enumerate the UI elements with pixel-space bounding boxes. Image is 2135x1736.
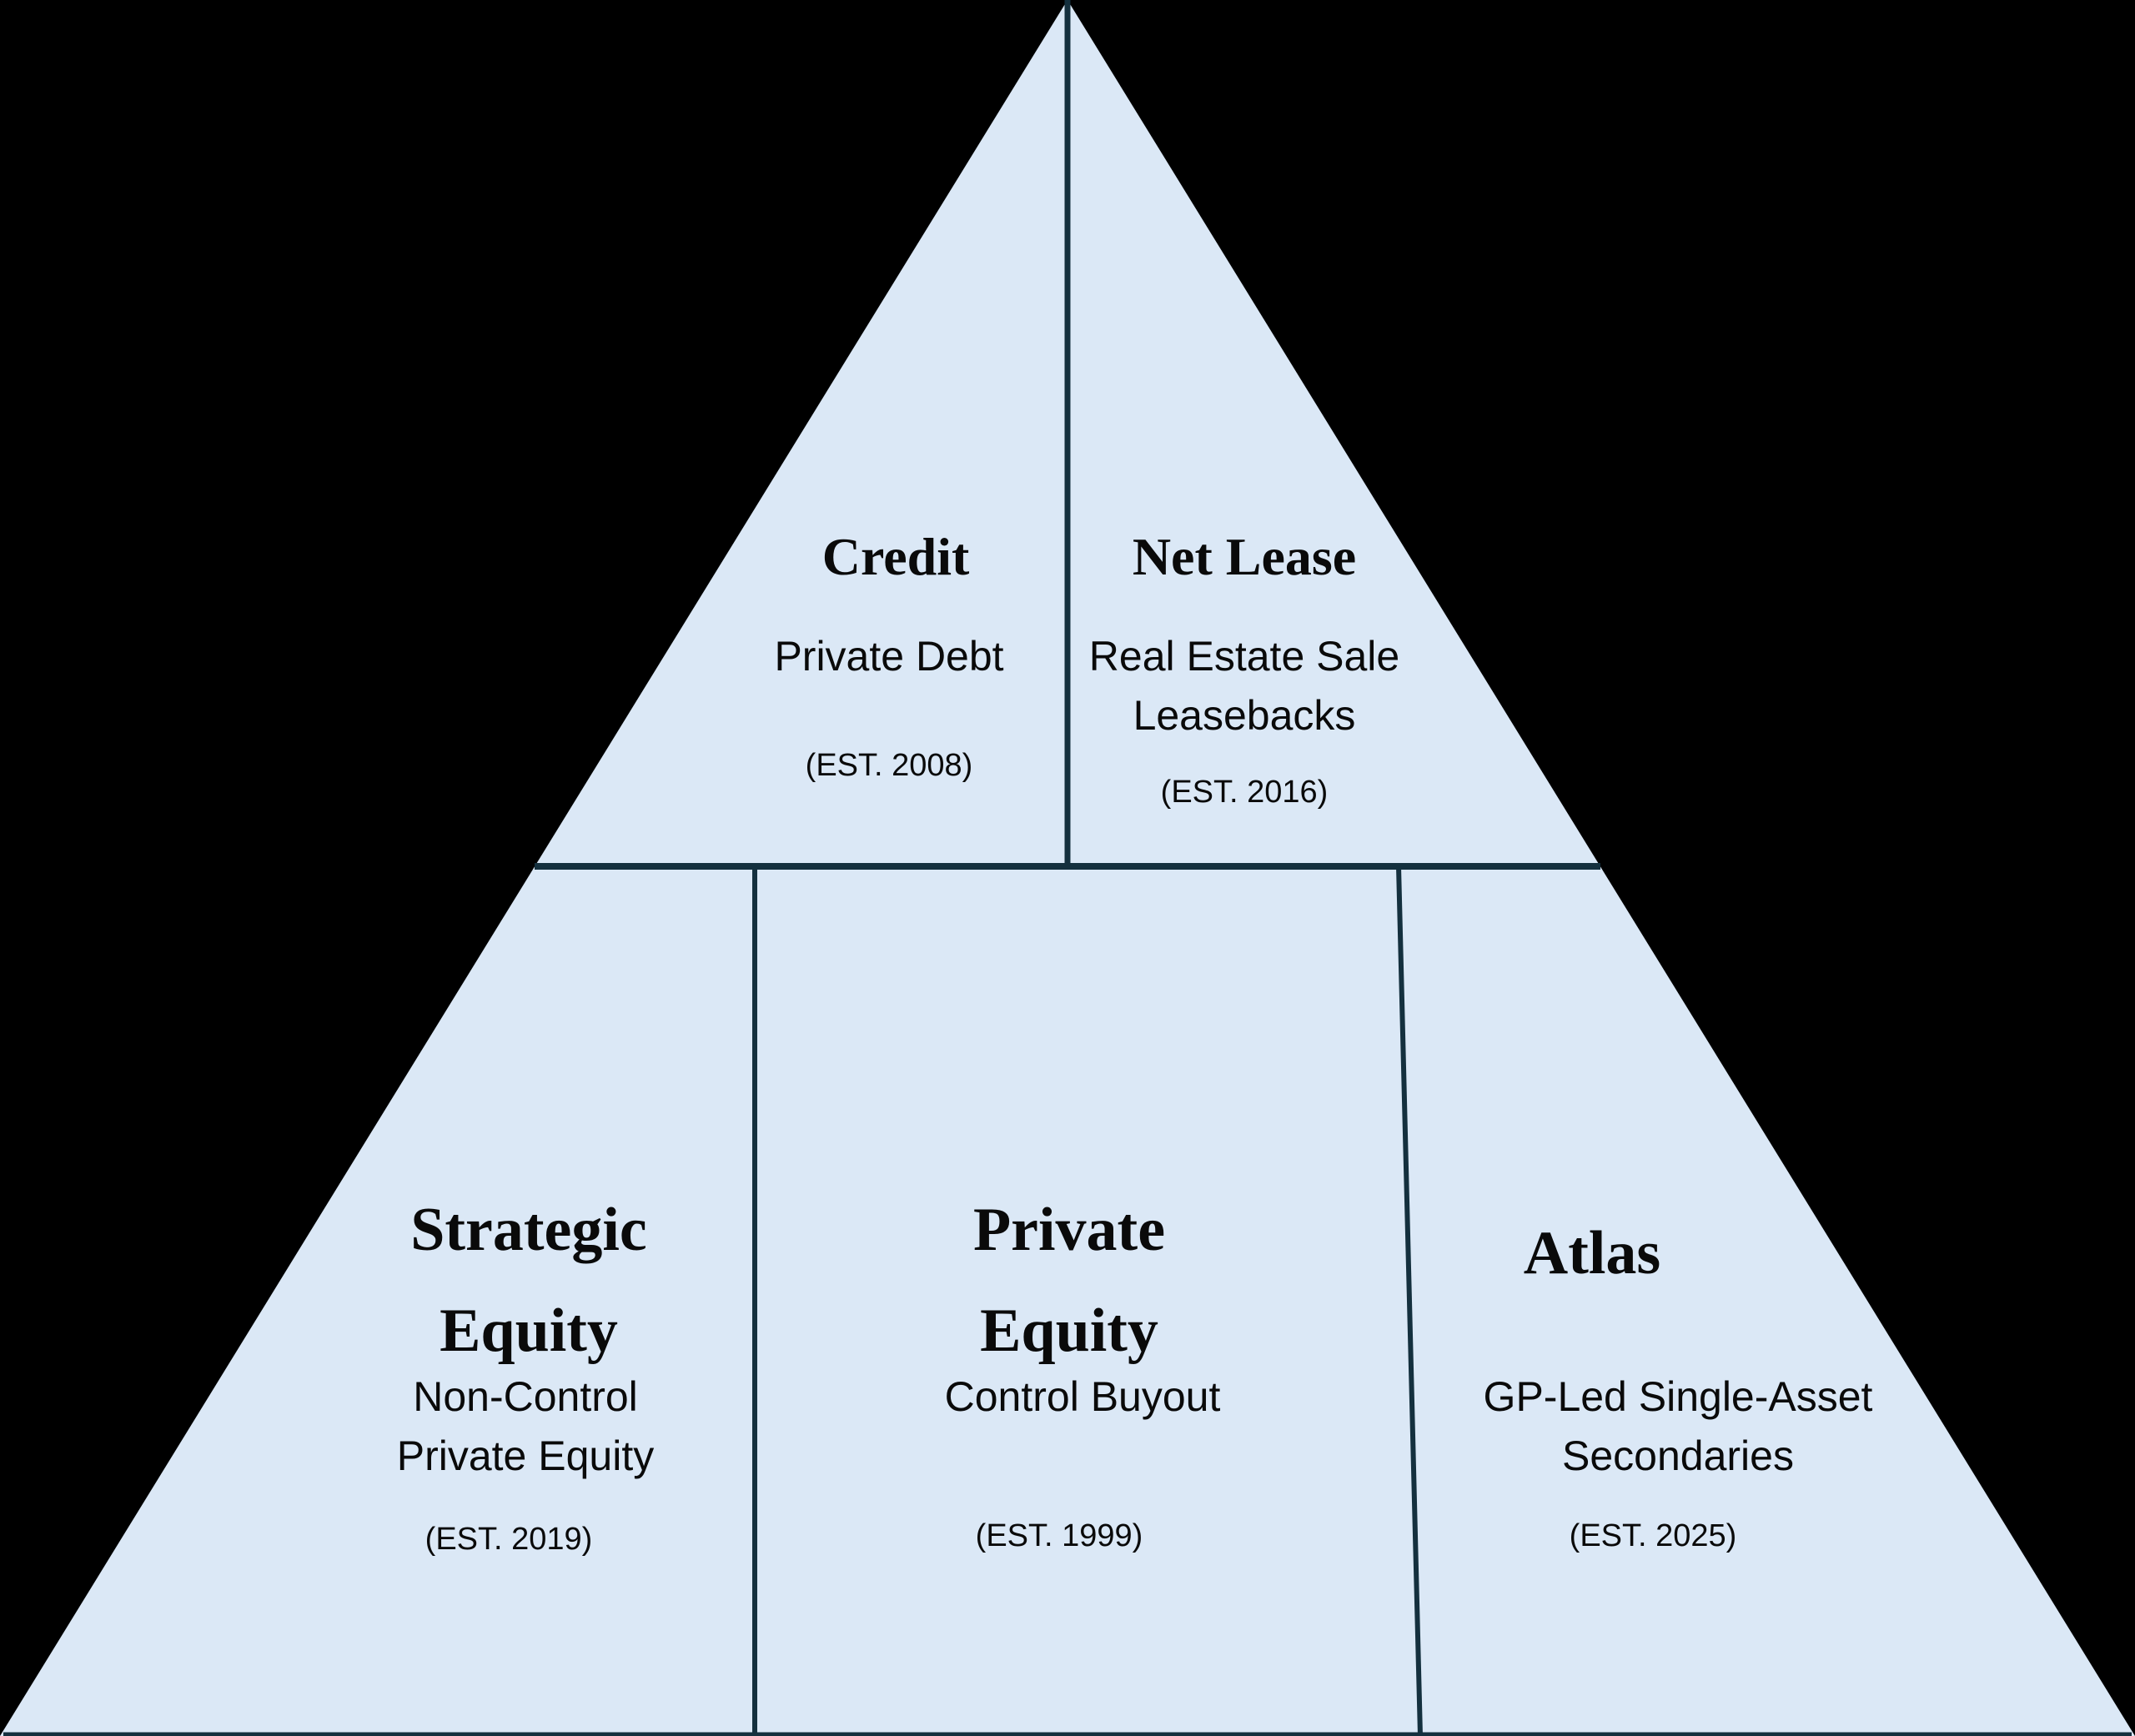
strategic-equity-section-established: (EST. 2019) [424, 1522, 593, 1557]
credit-section-established: (EST. 2008) [805, 748, 973, 783]
private-equity-section-title: Private Equity [972, 1196, 1166, 1365]
net-lease-section-established: (EST. 2016) [1160, 775, 1329, 810]
atlas-section-established: (EST. 2025) [1569, 1518, 1737, 1553]
strategic-equity-section-subtitle: Non-Control Private Equity [396, 1373, 655, 1479]
private-equity-section-established: (EST. 1999) [975, 1518, 1143, 1553]
atlas-section-title: Atlas [1523, 1219, 1661, 1287]
strategic-equity-section-title: Strategic Equity [410, 1196, 647, 1365]
private-equity-section-subtitle: Control Buyout [944, 1373, 1221, 1420]
credit-section-title: Credit [821, 527, 970, 586]
net-lease-section-title: Net Lease [1132, 527, 1357, 586]
credit-section-subtitle: Private Debt [774, 633, 1004, 680]
net-lease-section-subtitle: Real Estate Sale Leasebacks [1088, 633, 1400, 739]
atlas-section-subtitle: GP-Led Single-Asset Secondaries [1483, 1373, 1873, 1479]
divider-bottom-right-vertical [1396, 865, 1423, 1736]
